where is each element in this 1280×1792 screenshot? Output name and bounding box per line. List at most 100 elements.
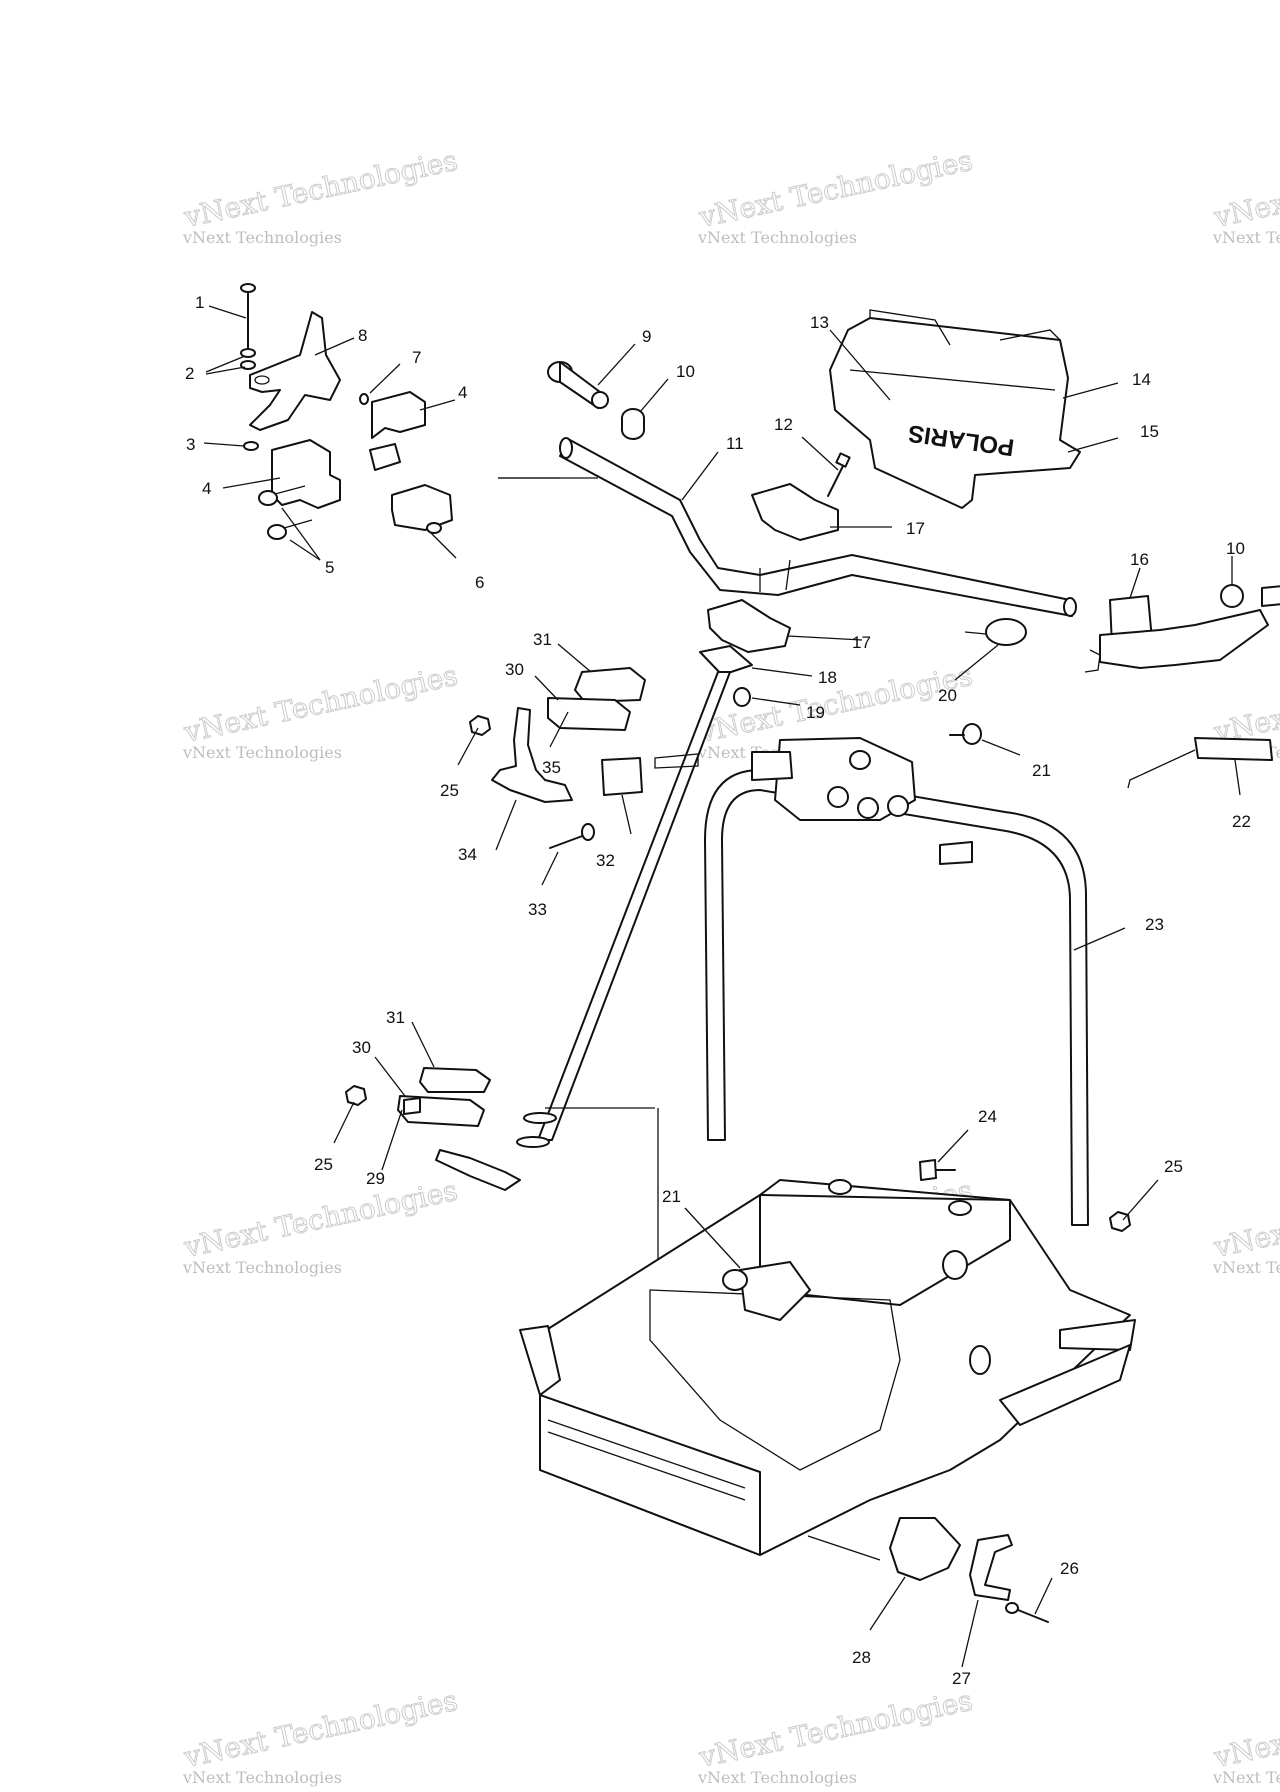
callout-12: 12: [774, 415, 793, 434]
bolt-part-24: [919, 1159, 956, 1181]
callout-17-lower: 17: [852, 633, 871, 652]
callout-35: 35: [542, 758, 561, 777]
callout-labels: 1 2 3 4 4 5 6 7 8 9 10 10 11 12 13 14 15…: [185, 293, 1251, 1688]
screw-part-26: [1005, 1602, 1049, 1623]
watermark-text: vNext Technologies: [1212, 1258, 1280, 1277]
screw-part-5: [258, 485, 313, 540]
watermark-outline: vNext Technologies: [1210, 1174, 1280, 1264]
callout-10-right: 10: [1226, 539, 1245, 558]
clamp-part-17-upper: [751, 483, 839, 541]
callout-6: 6: [475, 573, 484, 592]
steering-hoop-part-23: [704, 737, 1089, 1226]
callout-9: 9: [642, 327, 651, 346]
watermark-text: vNext Technologies: [697, 1768, 857, 1787]
callout-27: 27: [952, 1669, 971, 1688]
clamp-part-31-lower: [419, 1067, 491, 1093]
callout-14: 14: [1132, 370, 1151, 389]
brake-lever-part-16: [1084, 595, 1269, 673]
callout-21-upper: 21: [1032, 761, 1051, 780]
plate-part-18: [699, 645, 753, 676]
watermark-outline: vNext Technologies: [1210, 659, 1280, 749]
callout-16: 16: [1130, 550, 1149, 569]
watermark-text: vNext Technologies: [182, 1768, 342, 1787]
watermark-outline: vNext Technologies: [180, 144, 460, 234]
plug-part-10: [621, 408, 645, 440]
bracket-part-34: [491, 707, 573, 803]
watermark-outline: vNext Technologies: [180, 1684, 460, 1774]
washer-part-2: [240, 348, 256, 358]
callout-30-upper: 30: [505, 660, 524, 679]
bracket-hole: [254, 375, 270, 385]
callout-30-lower: 30: [352, 1038, 371, 1057]
grip-part-9: [547, 361, 609, 409]
rivet-part-33: [549, 823, 595, 849]
callout-24: 24: [978, 1107, 997, 1126]
clamp-part-30-upper: [547, 697, 631, 731]
callout-31-upper: 31: [533, 630, 552, 649]
callout-33: 33: [528, 900, 547, 919]
switch-part-6: [391, 484, 453, 531]
watermark-outline: vNext Technologies: [180, 659, 460, 749]
clamp-part-17-lower: [707, 599, 791, 653]
nut-part-25-b: [345, 1085, 367, 1106]
callout-4-lower: 4: [202, 479, 211, 498]
switch-knob: [426, 522, 442, 534]
callout-22: 22: [1232, 812, 1251, 831]
bracket-part-8: [249, 311, 341, 431]
callout-15: 15: [1140, 422, 1159, 441]
steering-post: [435, 671, 731, 1350]
watermark-outline: vNext Technologies: [695, 1684, 975, 1774]
plate-part-32: [601, 757, 643, 796]
cover-part-28: [889, 1517, 961, 1581]
callout-10: 10: [676, 362, 695, 381]
callout-3: 3: [186, 435, 195, 454]
callout-2: 2: [185, 364, 194, 383]
callout-23: 23: [1145, 915, 1164, 934]
watermark-text: vNext Technologies: [697, 228, 857, 247]
callout-25-right: 25: [1164, 1157, 1183, 1176]
callout-28: 28: [852, 1648, 871, 1667]
clip-part-7: [359, 393, 369, 405]
throttle-part-22: [1127, 737, 1273, 789]
callout-13: 13: [810, 313, 829, 332]
callout-21-lower: 21: [662, 1187, 681, 1206]
knob-part-20: [964, 618, 1027, 646]
callout-34: 34: [458, 845, 477, 864]
parts-artwork: POLARIS: [240, 283, 1280, 1623]
watermark-outline: vNext Technologies: [1210, 144, 1280, 234]
callout-8: 8: [358, 326, 367, 345]
callout-4-upper: 4: [458, 383, 467, 402]
watermark-outline: vNext Technologies: [695, 144, 975, 234]
callout-25-upper: 25: [440, 781, 459, 800]
grip-end-right: [1261, 585, 1280, 607]
chassis-frame: [519, 1179, 1136, 1556]
callout-leader-lines: [203, 305, 1241, 1668]
callout-25-lower: 25: [314, 1155, 333, 1174]
callout-11: 11: [726, 434, 744, 453]
clamp-part-4-block: [369, 443, 401, 471]
callout-20: 20: [938, 686, 957, 705]
clamp-part-31-upper: [574, 667, 646, 703]
cover-leader: [807, 1535, 881, 1561]
watermark-outline: vNext Technologies: [1210, 1684, 1280, 1774]
callout-5: 5: [325, 558, 334, 577]
bolt-part-21: [949, 723, 982, 745]
callout-31-lower: 31: [386, 1008, 405, 1027]
clip-part-27: [969, 1534, 1013, 1601]
watermark-text: vNext Technologies: [182, 228, 342, 247]
plug-part-10-right: [1220, 584, 1244, 608]
nut-part-25-a: [469, 715, 491, 736]
callout-32: 32: [596, 851, 615, 870]
washer-part-3: [243, 441, 259, 451]
watermark-text: vNext Technologies: [182, 743, 342, 762]
clamp-part-4-lower: [271, 439, 341, 509]
watermark-text: vNext Technologies: [1212, 1768, 1280, 1787]
callout-1: 1: [195, 293, 204, 312]
callout-29: 29: [366, 1169, 385, 1188]
callout-18: 18: [818, 668, 837, 687]
bolt-part-1: [240, 283, 256, 351]
clamp-part-4-upper: [371, 391, 426, 439]
callout-26: 26: [1060, 1559, 1079, 1578]
callout-7: 7: [412, 348, 421, 367]
